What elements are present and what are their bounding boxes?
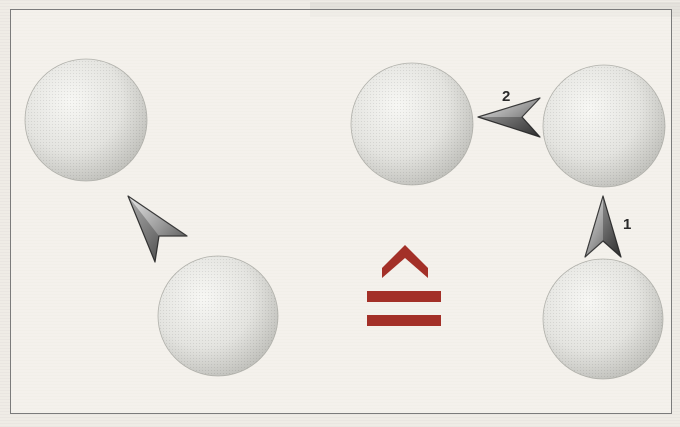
sphere-bottom-left	[158, 256, 278, 376]
sphere-top-left	[25, 59, 147, 181]
arrow-up-icon	[585, 196, 621, 257]
equivalence-symbol-icon	[367, 245, 441, 326]
sphere-bottom-right	[543, 259, 663, 379]
step-label-1: 1	[623, 216, 631, 233]
arrow-upleft-icon	[128, 196, 187, 262]
sphere-top-middle	[351, 63, 473, 185]
sphere-top-right	[543, 65, 665, 187]
step-label-2: 2	[502, 88, 510, 105]
